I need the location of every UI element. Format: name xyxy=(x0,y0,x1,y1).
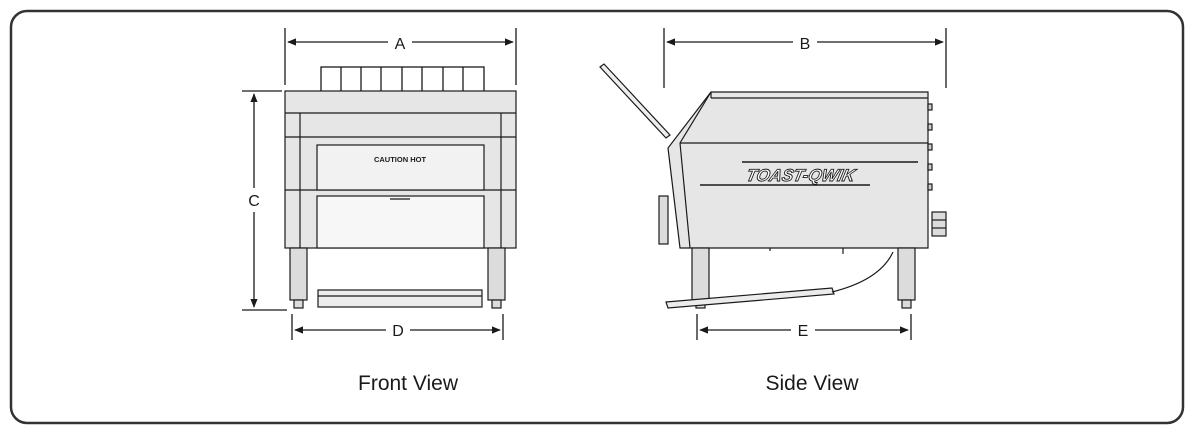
dimension-e-label: E xyxy=(798,323,809,340)
brand-logo: TOAST-QWIK xyxy=(745,165,859,185)
crumb-drawer xyxy=(316,195,485,249)
dimension-d-label: D xyxy=(392,323,404,340)
front-view-caption: Front View xyxy=(358,372,458,395)
dimension-e xyxy=(696,314,912,340)
dimension-a xyxy=(284,28,517,85)
side-view-drawing xyxy=(599,63,947,309)
caution-panel xyxy=(316,144,485,191)
front-tray xyxy=(317,289,483,308)
dimension-a-label: A xyxy=(395,36,406,53)
power-connector xyxy=(931,211,947,237)
outer-frame xyxy=(9,9,1185,425)
side-leg-right xyxy=(897,247,916,301)
dimension-c-label: C xyxy=(248,193,260,210)
dimension-b-label: B xyxy=(800,36,811,53)
caution-label: CAUTION HOT xyxy=(374,155,426,164)
side-view-caption: Side View xyxy=(765,372,859,395)
side-output-tray xyxy=(665,287,835,309)
dimension-c xyxy=(242,90,287,311)
dimension-d xyxy=(291,314,504,340)
front-leg-left xyxy=(289,247,308,301)
side-body xyxy=(667,91,929,249)
front-view-drawing xyxy=(284,66,517,309)
side-leg-left xyxy=(691,247,710,301)
dimension-b xyxy=(663,28,947,88)
front-leg-right xyxy=(487,247,506,301)
side-loading-flap xyxy=(599,63,671,139)
